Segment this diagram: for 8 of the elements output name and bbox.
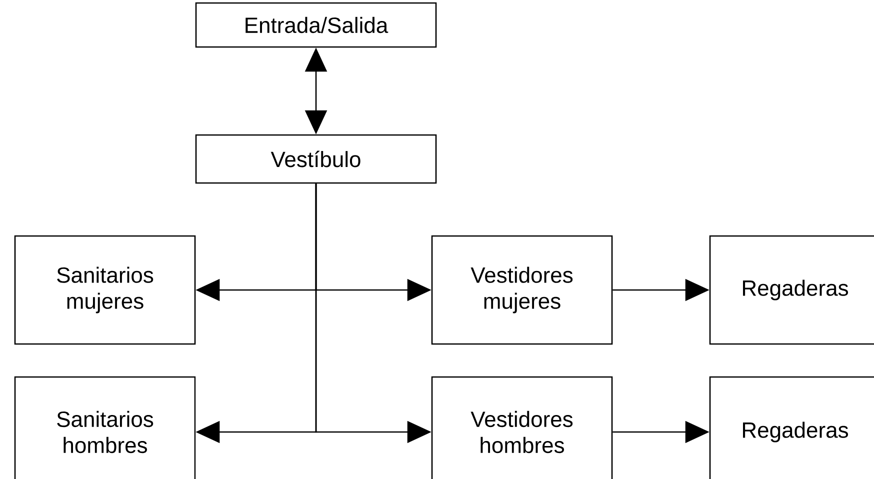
room-box: Sanitarios hombres <box>14 376 196 479</box>
room-box: Vestidores hombres <box>431 376 613 479</box>
room-box: Entrada/Salida <box>195 2 437 48</box>
room-box: Regaderas <box>709 235 874 345</box>
room-box: Sanitarios mujeres <box>14 235 196 345</box>
room-box: Vestíbulo <box>195 134 437 184</box>
room-box: Regaderas <box>709 376 874 479</box>
room-box: Vestidores mujeres <box>431 235 613 345</box>
